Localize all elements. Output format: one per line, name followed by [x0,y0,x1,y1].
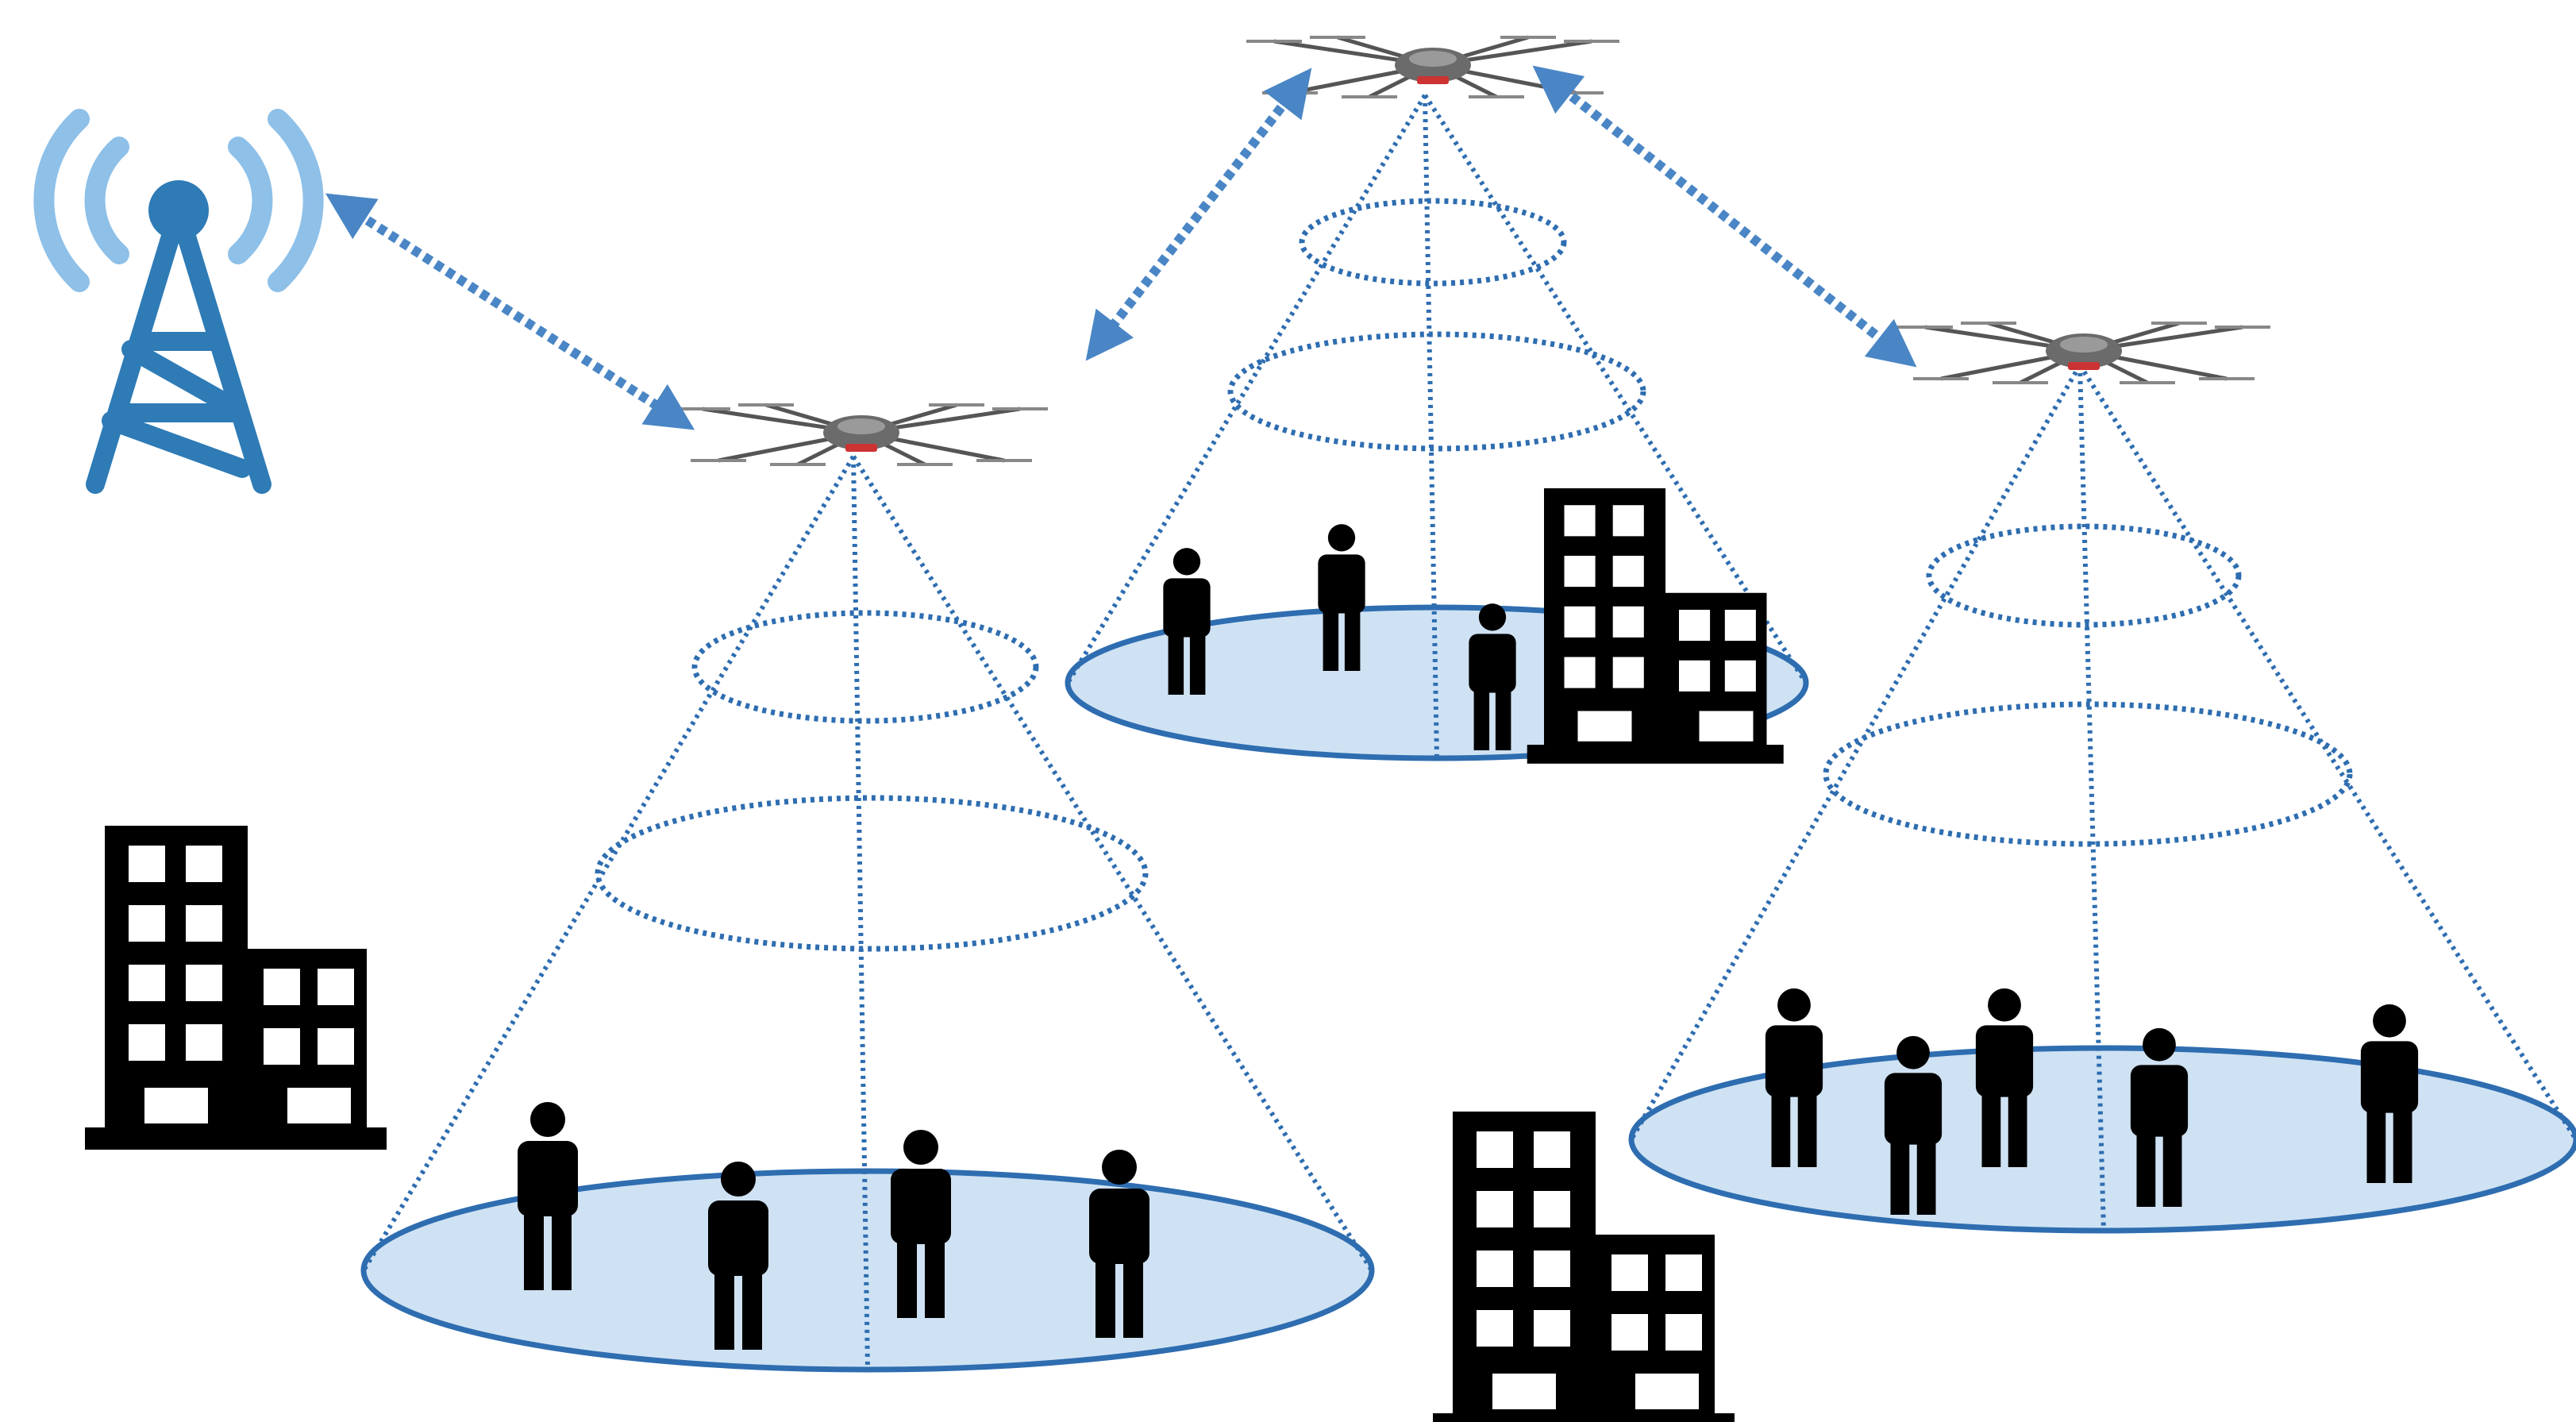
cell-tower-icon [33,109,324,494]
drone-1-coverage [360,455,1375,1373]
beam-ring [1926,523,2242,628]
beam-ring [1227,331,1646,452]
link-drone-2-drone-3 [1532,65,1917,368]
user-icon [1975,988,2034,1167]
link-drone-2-drone-1 [1085,67,1312,361]
user-icon [1318,524,1365,671]
user-icon [1089,1150,1149,1338]
beam-ring [1823,701,2353,847]
drone-icon [1246,35,1619,99]
beam-edge [1065,94,1427,684]
building-icon [85,826,387,1150]
user-icon [2360,1004,2419,1183]
user-icon [708,1162,768,1350]
building-icon [1433,1112,1735,1422]
user-icon [1163,548,1211,695]
beam-ring [1299,198,1567,287]
beam-edge [361,455,856,1272]
scene [85,35,2576,1422]
beam-ring [691,610,1039,724]
user-icon [1469,603,1516,750]
beam-edge [1423,94,1808,684]
drone-icon [1897,321,2270,385]
beam-axis [2077,364,2106,1231]
link-tower-drone-1 [325,193,695,430]
user-icon [2130,1027,2189,1207]
user-icon [1765,988,1823,1167]
beam-edge [1629,364,2082,1141]
drone-3-coverage [1628,364,2576,1234]
user-icon [891,1130,951,1318]
building-icon [1527,488,1784,764]
beam-ring [595,795,1149,952]
user-icon [518,1102,578,1290]
drone-icon [675,403,1048,467]
beam-edge [851,455,1374,1272]
user-icon [1884,1035,1943,1215]
beam-axis [851,456,870,1370]
communication-links [325,65,1917,430]
beam-edge [2077,364,2576,1141]
